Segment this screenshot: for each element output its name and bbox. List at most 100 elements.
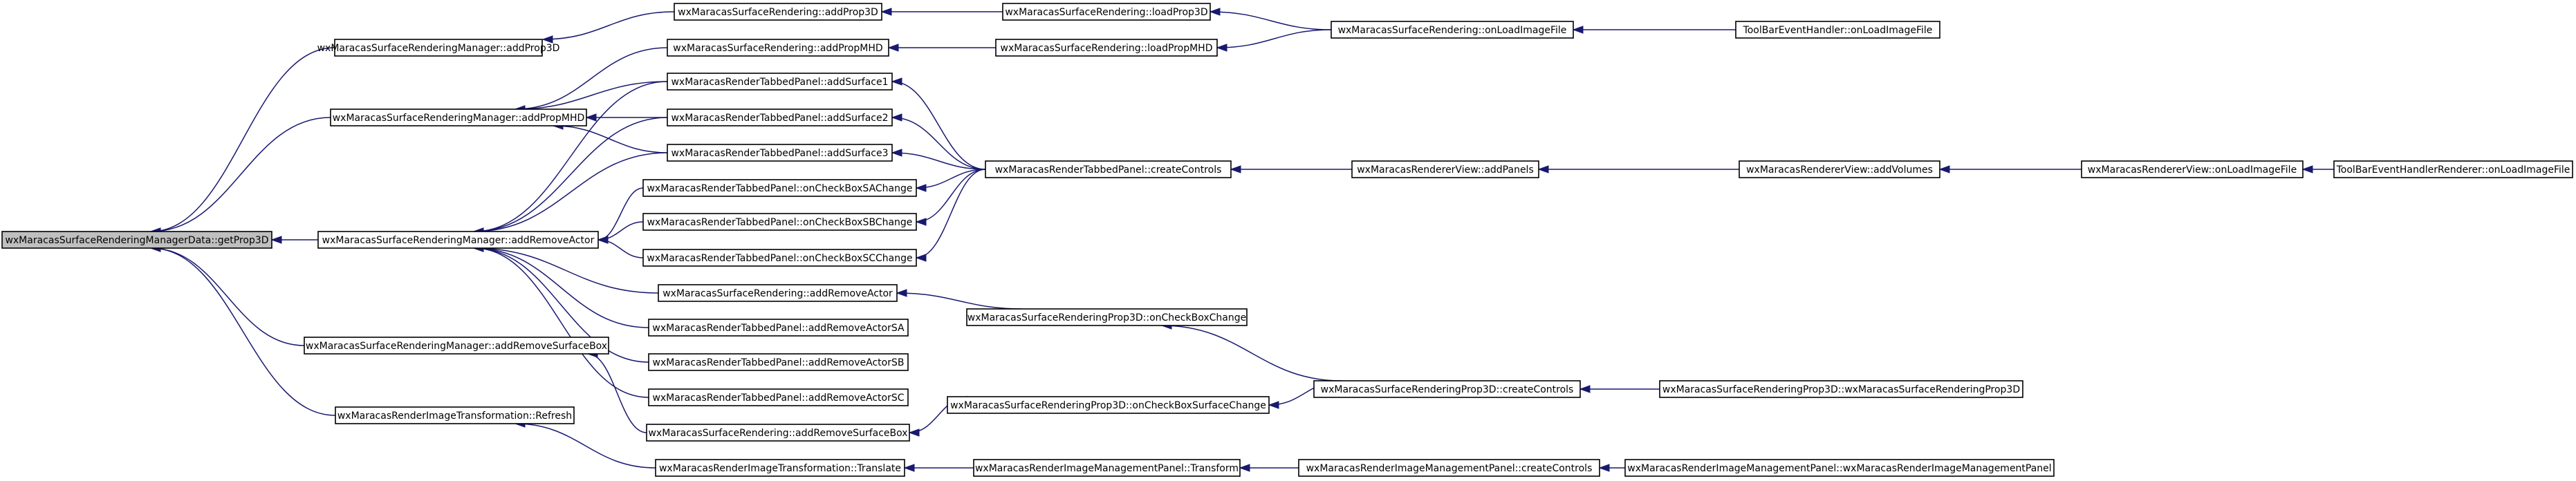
graph-node-rvOnLoadImageFile[interactable]: wxMaracasRendererView::onLoadImageFile: [2081, 160, 2304, 178]
node-label: wxMaracasSurfaceRenderingProp3D::createC…: [1321, 384, 1574, 395]
node-label: wxMaracasRenderTabbedPanel::addRemoveAct…: [652, 323, 905, 334]
node-box: [335, 406, 575, 424]
graph-node-srLoadProp3D[interactable]: wxMaracasSurfaceRendering::loadProp3D: [1002, 3, 1211, 21]
graph-node-mgrAddProp3D[interactable]: wxMaracasSurfaceRenderingManager::addPro…: [317, 39, 560, 57]
graph-node-rimpCreateControls[interactable]: wxMaracasRenderImageManagementPanel::cre…: [1298, 459, 1600, 477]
graph-node-tbOnLoadImageFile[interactable]: ToolBarEventHandler::onLoadImageFile: [1735, 21, 1940, 39]
arrowhead: [541, 35, 553, 44]
edge-rtpAddSurface1-to-mgrAddRemoveActor: [473, 81, 668, 232]
graph-node-tbrOnLoadImageFile[interactable]: ToolBarEventHandlerRenderer::onLoadImage…: [2333, 160, 2573, 178]
graph-node-imgTransfRefresh[interactable]: wxMaracasRenderImageTransformation::Refr…: [335, 406, 575, 424]
arrowhead: [1268, 401, 1279, 409]
node-box: [642, 249, 917, 267]
arrowhead: [1239, 464, 1250, 472]
edge-rtpCreateControls-to-rtpAddSurface1: [891, 81, 986, 170]
graph-node-srpOnCheckBoxChange[interactable]: wxMaracasSurfaceRenderingProp3D::onCheck…: [966, 308, 1248, 326]
node-box: [1735, 21, 1940, 39]
arrowhead: [585, 113, 597, 122]
arrowhead: [1938, 165, 1950, 173]
graph-node-srpOnCheckBoxSurfaceChange[interactable]: wxMaracasSurfaceRenderingProp3D::onCheck…: [947, 396, 1270, 414]
graph-node-srOnLoadImageFile[interactable]: wxMaracasSurfaceRendering::onLoadImageFi…: [1331, 21, 1574, 39]
edge-rtpCreateControls-to-rtpOnCheckSA: [916, 169, 986, 189]
edge-rtpOnCheckSA-to-mgrAddRemoveActor: [597, 187, 644, 240]
node-box: [2333, 160, 2573, 178]
nodes-layer: wxMaracasSurfaceRenderingManagerData::ge…: [1, 3, 2573, 477]
graph-node-rtpAddRemoveActorSC[interactable]: wxMaracasRenderTabbedPanel::addRemoveAct…: [648, 388, 909, 406]
graph-node-srAddPropMHD[interactable]: wxMaracasSurfaceRendering::addPropMHD: [667, 39, 889, 57]
edge-srOnLoadImageFile-to-srLoadProp3D: [1210, 11, 1332, 30]
graph-node-rtpAddSurface2[interactable]: wxMaracasRenderTabbedPanel::addSurface2: [667, 109, 893, 126]
edge-imgTransfRefresh-to-getProp3D: [150, 247, 336, 416]
graph-node-mgrAddRemoveSurfaceBox[interactable]: wxMaracasSurfaceRenderingManager::addRem…: [304, 337, 609, 355]
edge-srAddRemoveSurfaceBox-to-mgrAddRemoveSurfaceBox: [587, 353, 647, 433]
node-label: wxMaracasSurfaceRendering::addProp3D: [678, 7, 878, 18]
node-box: [648, 319, 909, 337]
edge-rtpAddRemoveActorSA-to-mgrAddRemoveActor: [473, 247, 649, 328]
node-box: [317, 231, 599, 249]
node-label: wxMaracasSurfaceRenderingProp3D::wxMarac…: [1662, 384, 2020, 395]
graph-node-mgrAddRemoveActor[interactable]: wxMaracasSurfaceRenderingManager::addRem…: [317, 231, 599, 249]
graph-node-rtpAddSurface1[interactable]: wxMaracasRenderTabbedPanel::addSurface1: [667, 73, 893, 91]
arrowhead: [915, 254, 927, 262]
node-box: [646, 424, 910, 442]
edge-srpCreateControls-to-srpOnCheckBoxChange: [1161, 325, 1342, 381]
graph-node-rimpCtor[interactable]: wxMaracasRenderImageManagementPanel::wxM…: [1624, 459, 2055, 477]
graph-node-srpCtor[interactable]: wxMaracasSurfaceRenderingProp3D::wxMarac…: [1659, 380, 2023, 398]
node-box: [1313, 380, 1581, 398]
graph-node-getProp3D[interactable]: wxMaracasSurfaceRenderingManagerData::ge…: [1, 231, 272, 249]
graph-node-rtpOnCheckSC[interactable]: wxMaracasRenderTabbedPanel::onCheckBoxSC…: [642, 249, 917, 267]
node-box: [985, 160, 1232, 178]
arrowhead: [597, 236, 609, 244]
node-label: wxMaracasSurfaceRendering::addRemoveActo…: [662, 288, 893, 299]
node-box: [667, 109, 893, 126]
graph-node-rtpAddSurface3[interactable]: wxMaracasRenderTabbedPanel::addSurface3: [667, 144, 893, 162]
edge-srAddPropMHD-to-mgrAddPropMHD: [515, 47, 668, 110]
graph-node-imgTransfTranslate[interactable]: wxMaracasRenderImageTransformation::Tran…: [655, 459, 905, 477]
arrowhead: [908, 428, 920, 437]
node-label: wxMaracasRenderTabbedPanel::addRemoveAct…: [653, 357, 905, 368]
node-label: wxMaracasSurfaceRenderingManager::addRem…: [322, 235, 595, 246]
graph-node-rtpAddRemoveActorSA[interactable]: wxMaracasRenderTabbedPanel::addRemoveAct…: [648, 319, 909, 337]
node-box: [642, 213, 917, 231]
arrowhead: [891, 77, 902, 86]
graph-node-srAddRemoveActor[interactable]: wxMaracasSurfaceRendering::addRemoveActo…: [658, 284, 898, 302]
node-box: [947, 396, 1270, 414]
edge-srAddRemoveActor-to-mgrAddRemoveActor: [473, 247, 659, 294]
edge-mgrAddRemoveSurfaceBox-to-getProp3D: [150, 247, 305, 346]
node-label: wxMaracasRenderTabbedPanel::createContro…: [995, 164, 1222, 176]
graph-node-mgrAddPropMHD[interactable]: wxMaracasSurfaceRenderingManager::addPro…: [330, 109, 587, 126]
graph-node-rvAddVolumes[interactable]: wxMaracasRendererView::addVolumes: [1739, 160, 1940, 178]
graph-node-rtpAddRemoveActorSB[interactable]: wxMaracasRenderTabbedPanel::addRemoveAct…: [648, 353, 909, 371]
arrowhead: [1598, 464, 1610, 472]
node-box: [674, 3, 882, 21]
graph-node-rvAddPanels[interactable]: wxMaracasRendererView::addPanels: [1351, 160, 1539, 178]
edge-rtpCreateControls-to-rtpAddSurface3: [891, 152, 986, 170]
edge-rtpAddRemoveActorSB-to-mgrAddRemoveActor: [473, 247, 649, 363]
node-label: wxMaracasSurfaceRendering::loadPropMHD: [1001, 43, 1213, 54]
node-label: wxMaracasSurfaceRenderingProp3D::onCheck…: [967, 312, 1246, 323]
arrowhead: [891, 113, 902, 122]
graph-node-srAddRemoveSurfaceBox[interactable]: wxMaracasSurfaceRendering::addRemoveSurf…: [646, 424, 910, 442]
node-box: [1739, 160, 1940, 178]
node-box: [304, 337, 609, 355]
node-label: wxMaracasSurfaceRenderingManager::addPro…: [317, 43, 560, 54]
edge-rtpAddRemoveActorSC-to-mgrAddRemoveActor: [473, 247, 649, 398]
node-label: wxMaracasRenderTabbedPanel::addSurface1: [671, 77, 888, 88]
graph-node-srpCreateControls[interactable]: wxMaracasSurfaceRenderingProp3D::createC…: [1313, 380, 1581, 398]
graph-node-srAddProp3D[interactable]: wxMaracasSurfaceRendering::addProp3D: [674, 3, 882, 21]
graph-node-rimpTransform[interactable]: wxMaracasRenderImageManagementPanel::Tra…: [973, 459, 1241, 477]
node-box: [1298, 459, 1600, 477]
node-label: wxMaracasRenderTabbedPanel::onCheckBoxSB…: [647, 217, 913, 228]
node-label: wxMaracasRenderTabbedPanel::addSurface3: [671, 148, 888, 159]
node-box: [1624, 459, 2055, 477]
arrowhead: [1216, 44, 1227, 52]
graph-node-rtpCreateControls[interactable]: wxMaracasRenderTabbedPanel::createContro…: [985, 160, 1232, 178]
edge-imgTransfTranslate-to-imgTransfRefresh: [515, 423, 656, 469]
graph-node-srLoadPropMHD[interactable]: wxMaracasSurfaceRendering::loadPropMHD: [995, 39, 1218, 57]
edge-rtpAddSurface3-to-mgrAddRemoveActor: [473, 152, 668, 232]
arrowhead: [880, 8, 892, 16]
graph-node-rtpOnCheckSB[interactable]: wxMaracasRenderTabbedPanel::onCheckBoxSB…: [642, 213, 917, 231]
edge-mgrAddProp3D-to-getProp3D: [150, 47, 335, 232]
node-label: wxMaracasRendererView::addPanels: [1357, 164, 1534, 176]
graph-node-rtpOnCheckSA[interactable]: wxMaracasRenderTabbedPanel::onCheckBoxSA…: [642, 179, 917, 197]
